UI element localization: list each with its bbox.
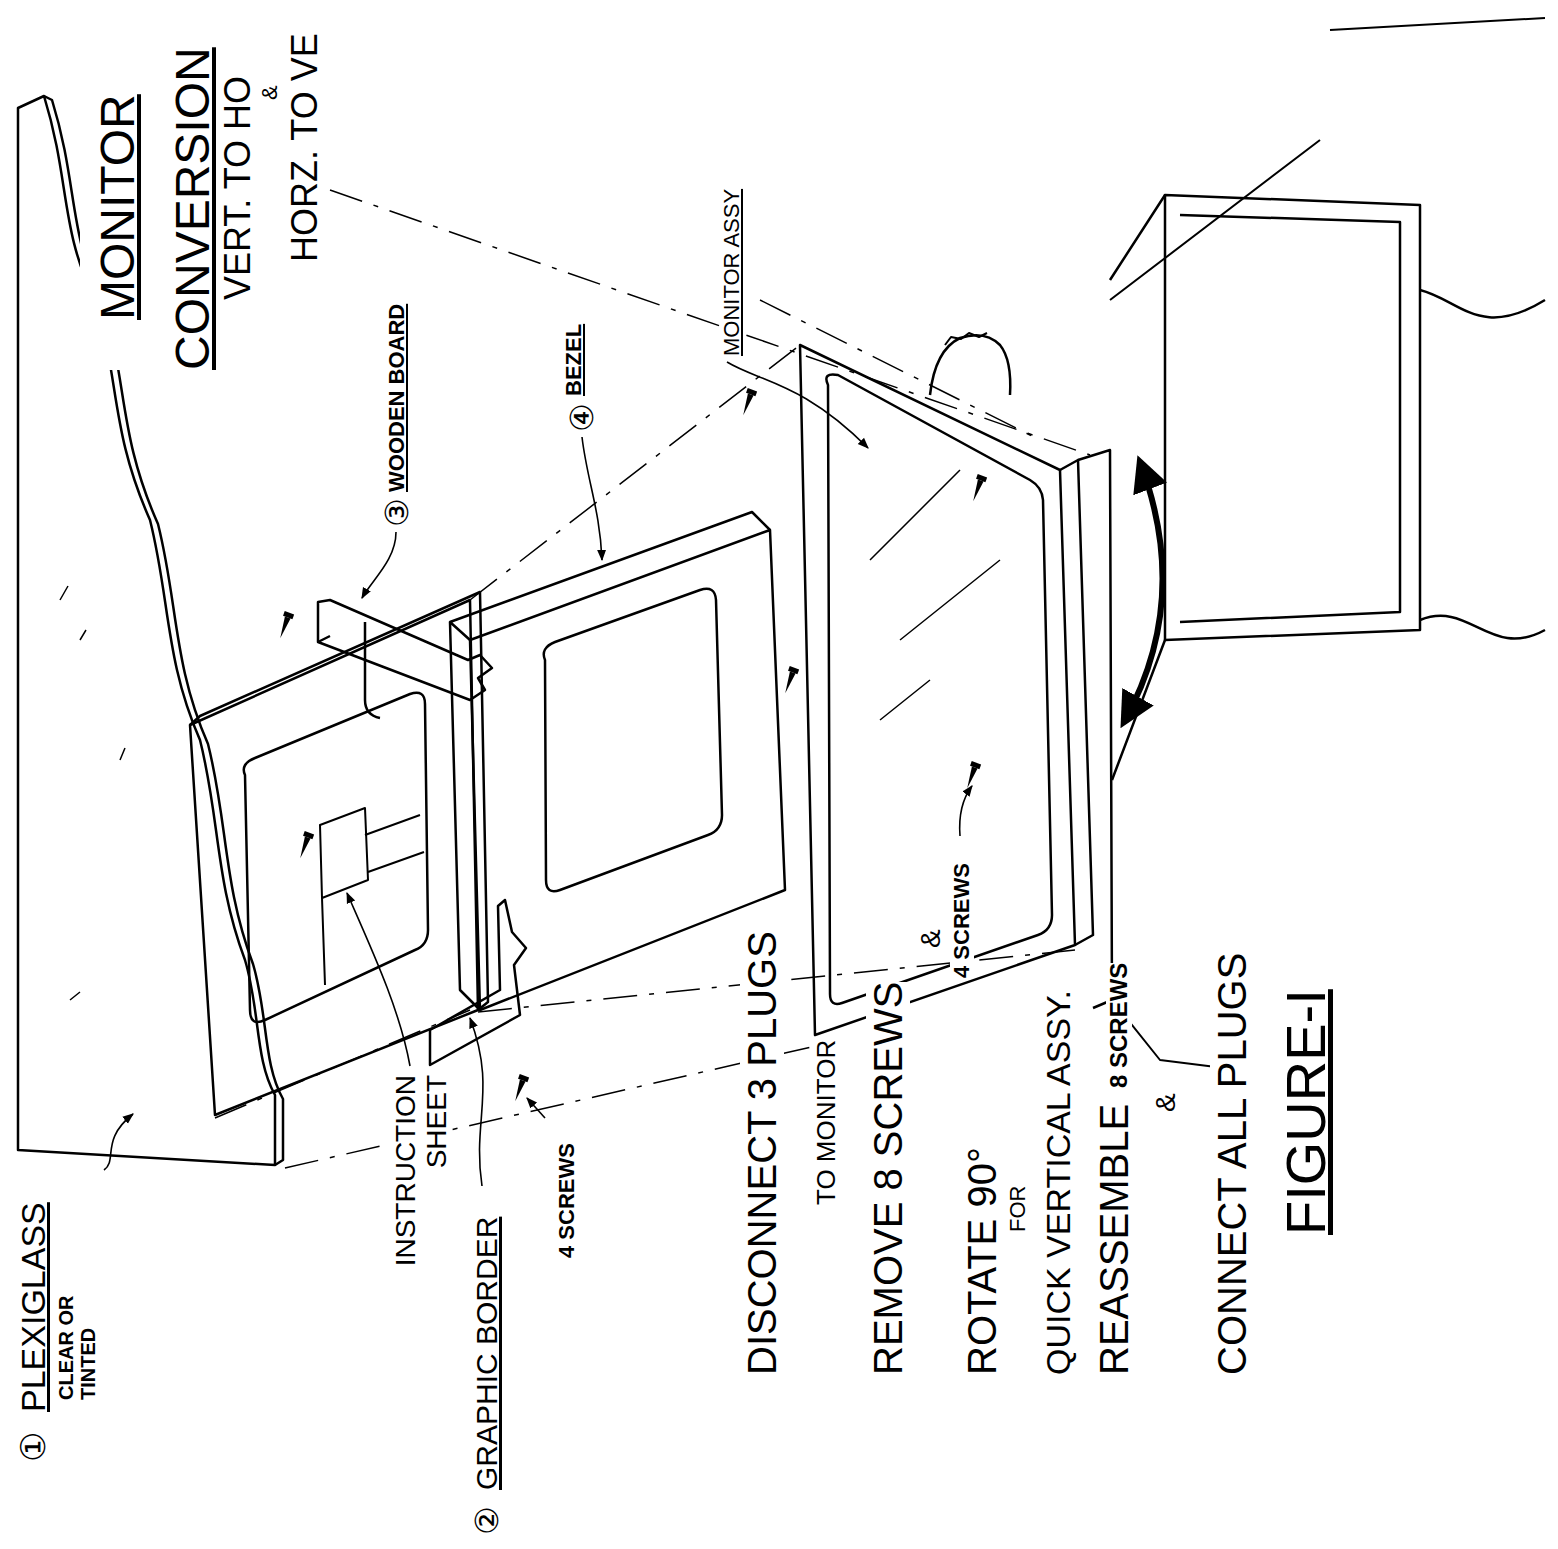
instruction-step: REMOVE 8 SCREWS — [866, 982, 910, 1375]
part-label: PLEXIGLASS — [15, 1202, 52, 1412]
part-label: GRAPHIC BORDER — [470, 1217, 503, 1490]
leader-lines — [104, 362, 972, 1186]
subtitle-line: & — [258, 85, 282, 100]
instruction-step: DISCONNECT 3 PLUGS — [740, 931, 784, 1375]
screw-note: 4 SCREWS — [950, 863, 974, 978]
wooden-board — [318, 600, 526, 1065]
callout-number: ① — [15, 1432, 52, 1462]
subtitle-line: VERT. TO HO — [218, 76, 258, 300]
instruction-step: REASSEMBLE — [1092, 1104, 1136, 1375]
screw-note: 4 SCREWS — [555, 1143, 579, 1258]
part-label: MONITOR ASSY — [720, 189, 744, 356]
instruction-step: FOR — [1006, 1186, 1030, 1232]
callout-number: ② — [470, 1506, 505, 1535]
title-text: MONITOR CONVERSION — [80, 0, 230, 370]
part-label: BEZEL — [562, 324, 586, 396]
guide-lines — [215, 190, 1090, 1168]
instruction-step: 8 SCREWS — [1106, 963, 1132, 1088]
instruction-step: & — [915, 929, 946, 948]
instruction-step: TO MONITOR — [812, 1040, 841, 1205]
cabinet-outline — [1110, 18, 1545, 1070]
part-label: INSTRUCTION SHEET — [390, 1075, 452, 1275]
bezel — [450, 512, 785, 1010]
instruction-step: CONNECT ALL PLUGS — [1210, 953, 1254, 1375]
instruction-step: QUICK VERTICAL ASSY. — [1040, 990, 1077, 1375]
instruction-step: & — [1150, 1093, 1181, 1112]
callout-number: ③ — [380, 498, 415, 527]
callout-number: ④ — [565, 403, 600, 432]
rotate-arrow — [1124, 462, 1163, 722]
monitor-assembly — [800, 333, 1112, 1035]
graphic-border-plate — [190, 592, 488, 1115]
part-note: CLEAR OR TINTED — [55, 1270, 99, 1400]
part-label: WOODEN BOARD — [385, 304, 409, 492]
instruction-step: ROTATE 90° — [960, 1147, 1004, 1375]
subtitle-line: HORZ. TO VE — [285, 33, 325, 262]
figure-caption: FIGURE-I — [1275, 989, 1337, 1235]
